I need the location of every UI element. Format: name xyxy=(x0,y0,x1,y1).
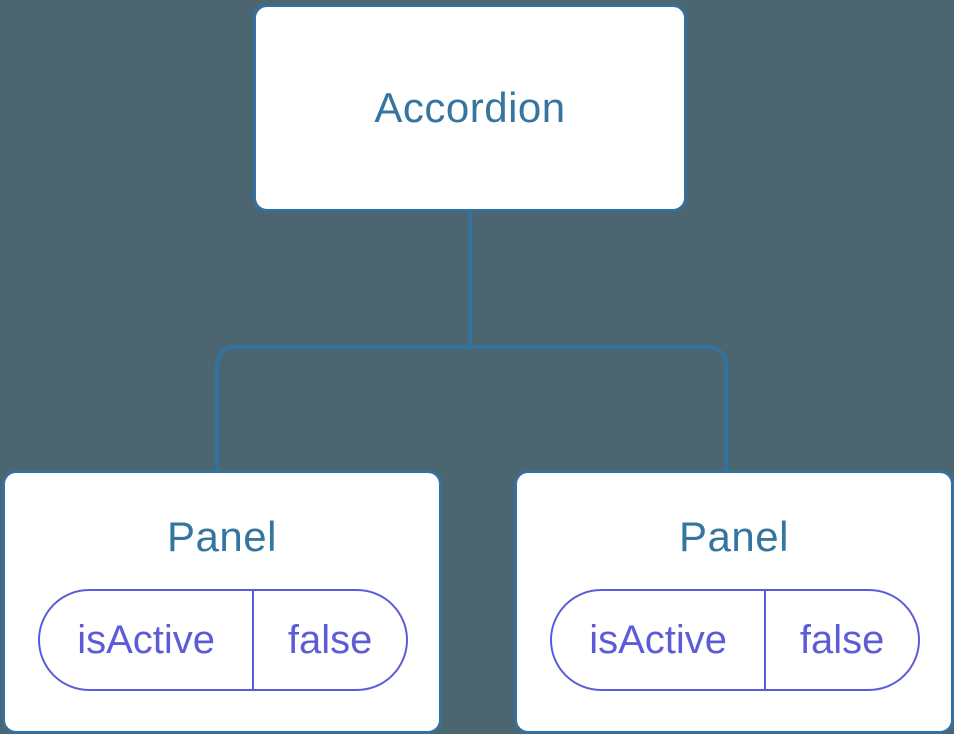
panel-node-left: Panel isActive false xyxy=(2,470,442,734)
state-pill: isActive false xyxy=(550,589,920,691)
accordion-node-label: Accordion xyxy=(374,84,566,131)
state-value-cell: false xyxy=(287,617,373,662)
accordion-node: Accordion xyxy=(253,4,687,212)
panel-node-label: Panel xyxy=(167,513,277,560)
panel-node-label: Panel xyxy=(679,513,789,560)
state-pill: isActive false xyxy=(38,589,408,691)
state-value-cell: false xyxy=(799,617,885,662)
state-key-cell: isActive xyxy=(40,591,255,689)
panel-node-right: Panel isActive false xyxy=(514,470,954,734)
state-key-cell: isActive xyxy=(552,591,767,689)
